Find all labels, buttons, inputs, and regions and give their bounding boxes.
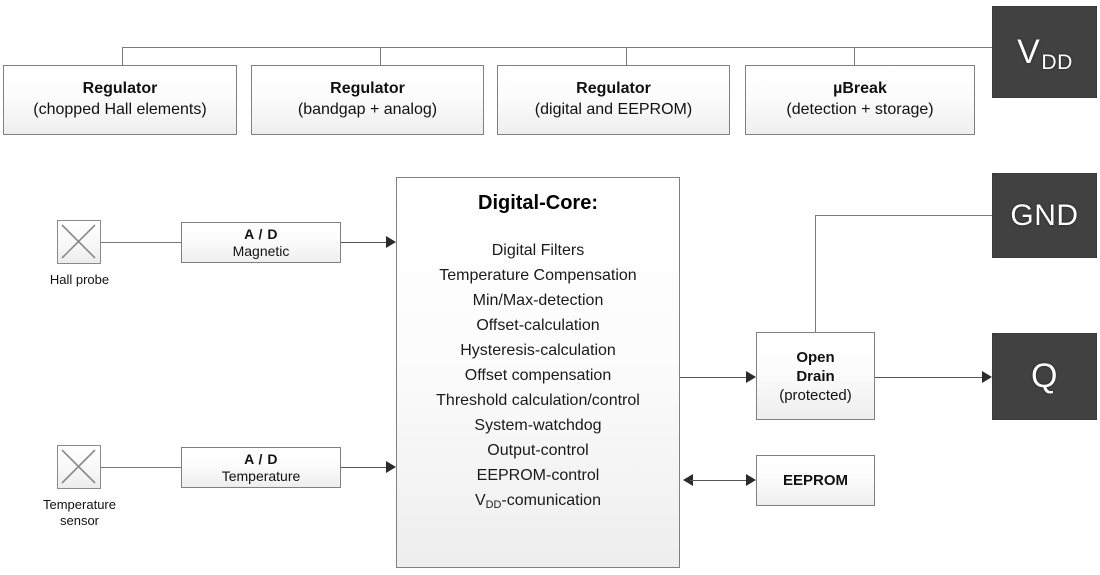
regulator-2-subtitle: (bandgap + analog): [297, 101, 438, 118]
arrow-eeprom-to-core: [683, 474, 693, 486]
wire-gnd-horizontal: [815, 215, 992, 216]
power-rail-drop-regulator-1: [122, 47, 123, 65]
ad-magnetic-title: A / D: [244, 225, 278, 242]
core-function-item: Min/Max-detection: [472, 291, 604, 309]
core-function-item: Threshold calculation/control: [436, 391, 640, 409]
ubreak-block[interactable]: µBreak (detection + storage): [745, 65, 975, 135]
regulator-3-subtitle: (digital and EEPROM): [534, 101, 693, 118]
core-function-item: Offset-calculation: [476, 316, 600, 334]
power-rail-bus-line: [122, 47, 992, 48]
core-function-item-vdd: VDD-comunication: [474, 491, 601, 511]
core-function-item: Offset compensation: [464, 366, 612, 384]
wire-core-to-eeprom: [690, 480, 746, 481]
wire-core-to-open-drain: [680, 377, 746, 378]
vdd-pad-label: VDD: [1017, 32, 1073, 74]
wire-ad-magnetic-to-core: [341, 242, 386, 243]
core-function-item: Output-control: [487, 441, 589, 459]
wire-hall-to-ad: [101, 242, 181, 243]
core-function-item: EEPROM-control: [476, 466, 600, 484]
arrow-core-to-open-drain: [746, 371, 756, 383]
regulator-block-digital-eeprom[interactable]: Regulator (digital and EEPROM): [497, 65, 730, 135]
core-function-item: Digital Filters: [491, 241, 585, 259]
regulator-3-title: Regulator: [576, 80, 651, 98]
hall-probe-sensor[interactable]: [57, 220, 101, 264]
temperature-sensor[interactable]: [57, 445, 101, 489]
digital-core-function-list: Digital Filters Temperature Compensation…: [436, 238, 640, 515]
eeprom-title: EEPROM: [782, 471, 848, 489]
ad-converter-magnetic[interactable]: A / D Magnetic: [181, 222, 341, 263]
core-function-item: Hysteresis-calculation: [460, 341, 616, 359]
eeprom-block[interactable]: EEPROM: [756, 455, 875, 506]
digital-core-title: Digital-Core:: [478, 192, 598, 214]
wire-gnd-vertical-to-open-drain: [815, 215, 816, 332]
regulator-block-bandgap-analog[interactable]: Regulator (bandgap + analog): [251, 65, 484, 135]
power-rail-drop-ubreak: [854, 47, 855, 65]
open-drain-title-line1: Open: [796, 348, 835, 366]
ubreak-title: µBreak: [833, 80, 887, 98]
arrow-open-drain-to-q: [982, 371, 992, 383]
regulator-block-chopped-hall[interactable]: Regulator (chopped Hall elements): [3, 65, 237, 135]
ad-temperature-subtitle: Temperature: [221, 467, 301, 484]
arrow-ad-magnetic-to-core: [386, 236, 396, 248]
q-pad-label: Q: [1031, 357, 1058, 395]
power-rail-drop-regulator-3: [626, 47, 627, 65]
open-drain-title-line2: Drain: [796, 367, 835, 385]
regulator-1-title: Regulator: [82, 80, 158, 98]
vdd-pad[interactable]: VDD: [992, 6, 1097, 98]
wire-open-drain-to-q: [875, 377, 982, 378]
power-rail-drop-regulator-2: [380, 47, 381, 65]
ad-magnetic-subtitle: Magnetic: [232, 242, 290, 259]
core-function-item: System-watchdog: [474, 416, 602, 434]
arrow-ad-temperature-to-core: [386, 461, 396, 473]
cross-sensor-icon: [61, 224, 96, 259]
gnd-pad[interactable]: GND: [992, 173, 1097, 258]
open-drain-subtitle: (protected): [779, 386, 852, 404]
wire-temp-to-ad: [101, 467, 181, 468]
core-function-item: Temperature Compensation: [439, 266, 637, 284]
arrow-core-to-eeprom: [746, 474, 756, 486]
open-drain-block[interactable]: Open Drain (protected): [756, 332, 875, 420]
cross-sensor-icon: [61, 449, 96, 484]
regulator-2-title: Regulator: [330, 80, 405, 98]
temperature-sensor-label: Temperature sensor: [43, 497, 116, 529]
ubreak-subtitle: (detection + storage): [786, 101, 934, 118]
digital-core-block[interactable]: Digital-Core: Digital Filters Temperatur…: [396, 177, 680, 568]
ad-temperature-title: A / D: [244, 450, 278, 467]
q-pad[interactable]: Q: [992, 333, 1097, 420]
regulator-1-subtitle: (chopped Hall elements): [33, 101, 207, 118]
gnd-pad-label: GND: [1010, 198, 1079, 232]
ad-converter-temperature[interactable]: A / D Temperature: [181, 447, 341, 488]
hall-probe-label: Hall probe: [49, 272, 110, 287]
wire-ad-temperature-to-core: [341, 467, 386, 468]
